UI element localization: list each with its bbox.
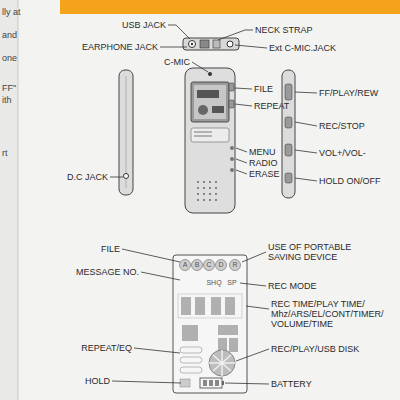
text-fragment: FF": [2, 83, 16, 93]
part-label: MENU: [249, 147, 276, 157]
lcd-panel: [173, 255, 247, 393]
right-side-view: [282, 70, 295, 198]
part-label: RADIO: [249, 158, 278, 168]
part-label: REC MODE: [268, 281, 317, 291]
paper-page: [18, 0, 400, 400]
part-label: FF/PLAY/REW: [319, 88, 378, 98]
part-label: HOLD ON/OFF: [319, 176, 381, 186]
text-fragment: ith: [2, 95, 12, 105]
lcd-indicator: D: [218, 261, 223, 269]
page-edge: [18, 0, 19, 400]
front-view: [185, 68, 235, 213]
lcd-indicator: C: [206, 261, 211, 269]
part-label: REPEAT/EQ: [81, 343, 132, 353]
part-label: Ext C-MIC.JACK: [269, 43, 336, 53]
part-label: BATTERY: [271, 379, 312, 389]
part-label: EARPHONE JACK: [82, 42, 158, 52]
part-label: USE OF PORTABLE SAVING DEVICE: [268, 242, 368, 262]
leader-lines: [110, 25, 317, 384]
text-fragment: lly at: [2, 7, 21, 17]
lcd-indicator: SHQ: [206, 279, 221, 287]
text-fragment: one: [2, 53, 17, 63]
part-label: REC/STOP: [319, 121, 365, 131]
part-label: REC TIME/PLAY TIME/ Mhz/ARS/EL/CONT/TIME…: [271, 299, 396, 329]
top-view: [183, 38, 239, 50]
left-side-view: [119, 70, 133, 195]
part-label: FILE: [254, 84, 273, 94]
part-label: ERASE: [249, 169, 280, 179]
lcd-indicator: R: [232, 261, 237, 269]
header-band: [60, 0, 400, 14]
part-label: NECK STRAP: [255, 25, 313, 35]
part-label: REC/PLAY/USB DISK: [271, 344, 359, 354]
part-label: C-MIC: [164, 57, 190, 67]
part-label: HOLD: [85, 376, 110, 386]
part-label: MESSAGE NO.: [76, 267, 139, 277]
lcd-indicator: A: [183, 261, 188, 269]
part-label: FILE: [101, 244, 120, 254]
text-fragment: and: [2, 30, 17, 40]
part-label: USB JACK: [122, 20, 166, 30]
part-label: REPEAT: [254, 101, 289, 111]
part-label: D.C JACK: [67, 172, 108, 182]
part-label: VOL+/VOL-: [319, 148, 366, 158]
text-fragment: rt: [2, 148, 8, 158]
lcd-indicator: SP: [227, 279, 236, 287]
lcd-indicator: B: [195, 261, 200, 269]
